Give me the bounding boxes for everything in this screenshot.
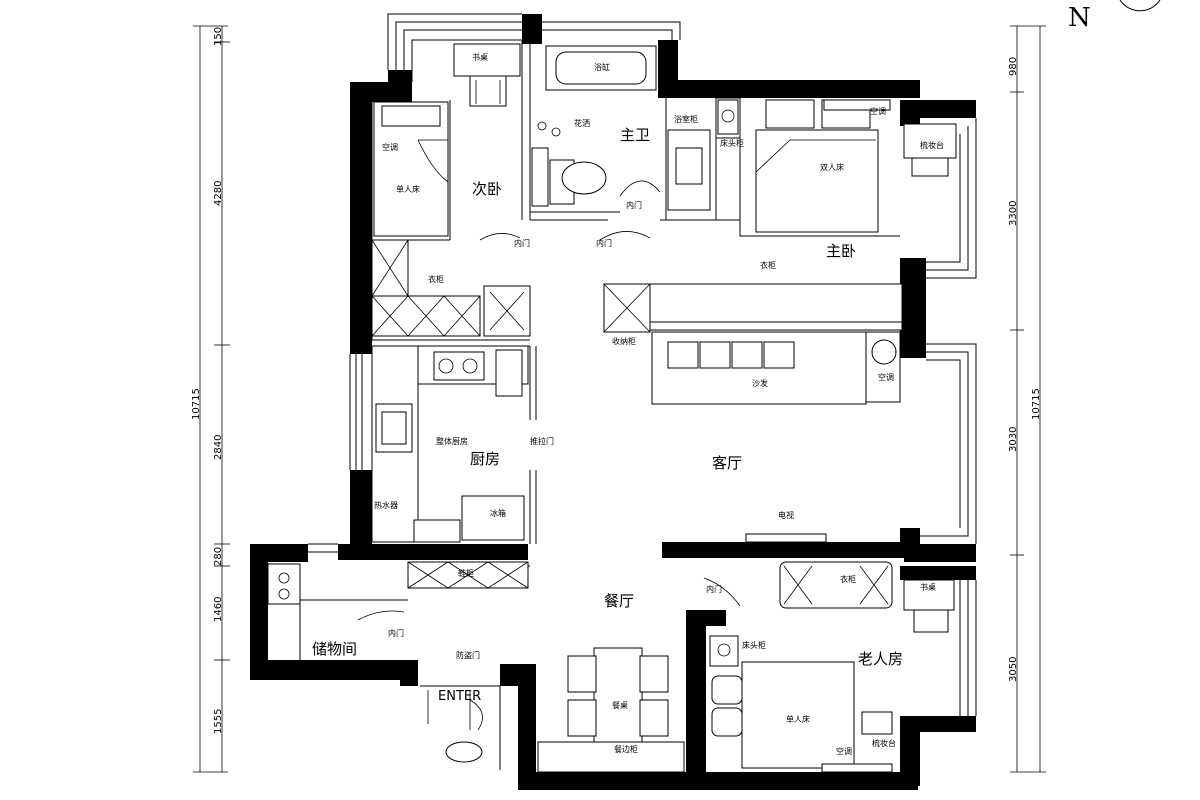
dim-3300: 3300 bbox=[1008, 201, 1019, 226]
label-single-bed-second: 单人床 bbox=[396, 184, 420, 194]
room-elder: 老人房 bbox=[858, 650, 903, 668]
dim-1555: 1555 bbox=[213, 709, 224, 734]
label-double-bed: 双人床 bbox=[820, 162, 844, 172]
label-dressing-elder: 梳妆台 bbox=[872, 738, 896, 748]
label-desk-top: 书桌 bbox=[472, 52, 488, 62]
room-living: 客厅 bbox=[712, 454, 742, 472]
label-dining-table: 餐桌 bbox=[612, 700, 628, 710]
label-nightstand-elder: 床头柜 bbox=[742, 640, 766, 650]
label-shoe-cabinet: 鞋柜 bbox=[458, 568, 474, 578]
label-fridge: 冰箱 bbox=[490, 508, 506, 518]
label-storage-cabinet: 收纳柜 bbox=[612, 336, 636, 346]
label-inner-door-bath: 内门 bbox=[626, 200, 642, 210]
label-security-door: 防盗门 bbox=[456, 650, 480, 660]
label-desk-elder: 书桌 bbox=[920, 582, 936, 592]
walls bbox=[250, 14, 976, 790]
label-ac-second: 空调 bbox=[382, 142, 398, 152]
label-wardrobe-elder: 衣柜 bbox=[840, 574, 856, 584]
north-label: N bbox=[1068, 3, 1091, 33]
dim-3050: 3050 bbox=[1008, 657, 1019, 682]
label-water-heater: 热水器 bbox=[374, 500, 398, 510]
label-wardrobe-master: 衣柜 bbox=[760, 260, 776, 270]
dim-150: 150 bbox=[213, 27, 224, 46]
room-kitchen: 厨房 bbox=[470, 450, 500, 468]
windows bbox=[299, 13, 977, 716]
label-inner-door-second: 内门 bbox=[514, 238, 530, 248]
label-sofa: 沙发 bbox=[752, 378, 768, 388]
room-second-bedroom: 次卧 bbox=[472, 180, 502, 198]
label-ac-master: 空调 bbox=[870, 106, 886, 116]
entry-label: ENTER bbox=[438, 689, 481, 704]
label-shower: 花洒 bbox=[574, 118, 590, 128]
label-bathtub: 浴缸 bbox=[594, 62, 610, 72]
dim-280: 280 bbox=[213, 547, 224, 566]
label-dressing-table: 梳妆台 bbox=[920, 140, 944, 150]
label-inner-door-master: 内门 bbox=[596, 238, 612, 248]
dimension-left: 150 4280 10715 2840 280 1460 1555 bbox=[191, 25, 230, 773]
label-single-bed-elder: 单人床 bbox=[786, 714, 810, 724]
label-nightstand-master: 床头柜 bbox=[720, 138, 744, 148]
room-storage: 储物间 bbox=[312, 640, 357, 658]
label-inner-door-storage: 内门 bbox=[388, 628, 404, 638]
north-marker: N bbox=[1068, 0, 1161, 33]
label-tv: 电视 bbox=[778, 510, 794, 520]
label-bath-cabinet: 浴室柜 bbox=[674, 114, 698, 124]
dim-10715-left: 10715 bbox=[191, 388, 202, 420]
label-inner-door-elder: 内门 bbox=[706, 584, 722, 594]
furniture-labels: 书桌 浴缸 花洒 浴室柜 床头柜 双人床 空调 梳妆台 空调 单人床 内门 内门… bbox=[374, 52, 944, 756]
dim-980: 980 bbox=[1008, 57, 1019, 76]
label-side-cabinet: 餐边柜 bbox=[614, 744, 638, 754]
label-integrated-kitchen: 整体厨房 bbox=[436, 436, 468, 446]
furniture bbox=[267, 43, 957, 773]
dimension-right: 980 3300 10715 3030 3050 bbox=[1008, 25, 1046, 773]
dim-10715-right: 10715 bbox=[1031, 388, 1042, 420]
label-wardrobe-second: 衣柜 bbox=[428, 274, 444, 284]
room-names: 次卧 主卫 主卧 厨房 客厅 餐厅 储物间 老人房 bbox=[312, 126, 903, 668]
dim-1460: 1460 bbox=[213, 597, 224, 622]
label-ac-elder: 空调 bbox=[836, 746, 852, 756]
room-dining: 餐厅 bbox=[604, 592, 634, 610]
room-master-bath: 主卫 bbox=[620, 126, 650, 144]
dim-2840: 2840 bbox=[213, 435, 224, 460]
label-sliding-door: 推拉门 bbox=[530, 436, 554, 446]
dim-3030: 3030 bbox=[1008, 427, 1019, 452]
room-master-bedroom: 主卧 bbox=[826, 242, 856, 260]
dim-4280: 4280 bbox=[213, 181, 224, 206]
label-ac-living: 空调 bbox=[878, 372, 894, 382]
